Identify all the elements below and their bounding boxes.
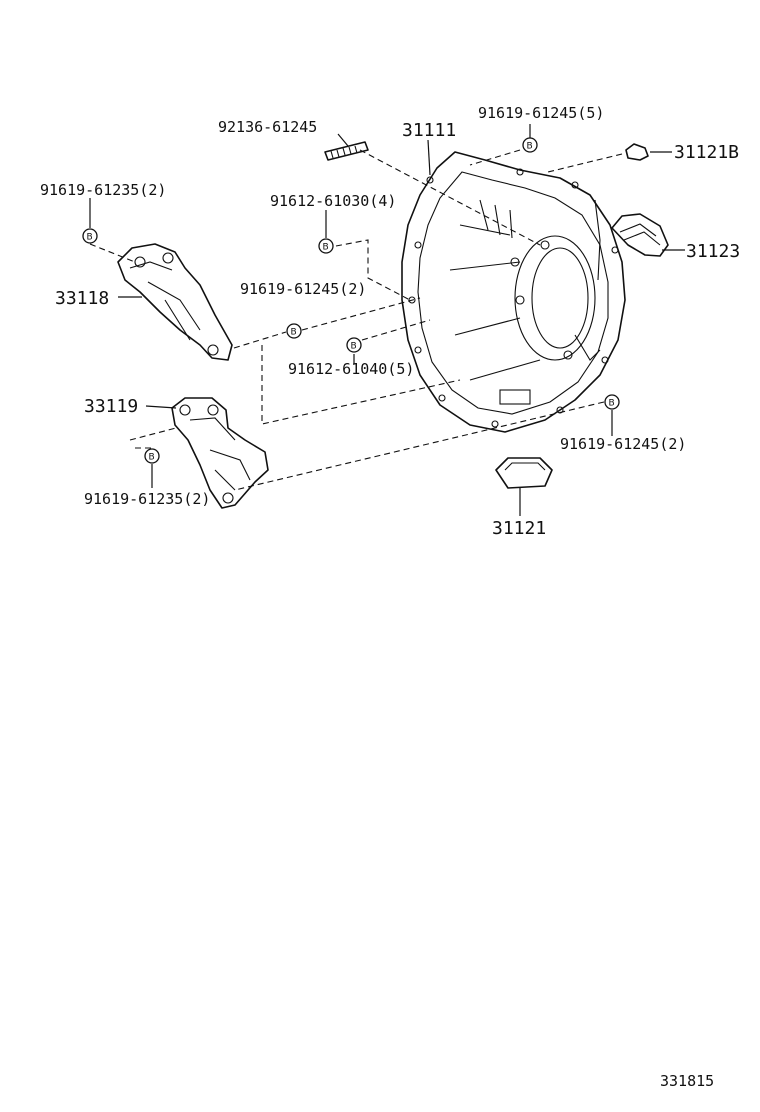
label-91612-61040-5: 91612-61040(5): [288, 360, 414, 378]
label-91619-61245-5: 91619-61245(5): [478, 104, 604, 122]
bolt-symbol-91612-61040: B: [346, 337, 362, 353]
svg-text:B: B: [527, 142, 533, 152]
svg-text:B: B: [609, 399, 615, 409]
bolt-symbol-91619-61245-right: B: [604, 394, 620, 410]
svg-text:B: B: [87, 233, 93, 243]
label-91619-61245-2-mid: 91619-61245(2): [240, 280, 366, 298]
label-31121B: 31121B: [674, 142, 739, 163]
bolt-symbol-91619-61245-5: B: [522, 137, 538, 153]
label-91612-61030-4: 91612-61030(4): [270, 192, 396, 210]
bolt-symbol-91619-61235-top: B: [82, 228, 98, 244]
clip-31121B: [625, 143, 649, 161]
clutch-housing-31111: [401, 151, 626, 433]
bolt-symbol-91619-61245-mid: B: [286, 323, 302, 339]
label-31123: 31123: [686, 241, 740, 262]
label-31111: 31111: [402, 120, 456, 141]
label-33118: 33118: [55, 288, 109, 309]
svg-text:B: B: [291, 328, 297, 338]
svg-text:B: B: [351, 342, 357, 352]
label-33119: 33119: [84, 396, 138, 417]
bolt-symbol-91612-61030: B: [318, 238, 334, 254]
bracket-33118: [117, 243, 233, 361]
leader-lines: [89, 124, 685, 516]
label-91619-61235-2-bottom: 91619-61235(2): [84, 490, 210, 508]
svg-text:B: B: [323, 243, 329, 253]
label-31121: 31121: [492, 518, 546, 539]
boot-31123: [611, 213, 669, 257]
bolt-symbol-91619-61235-bottom: B: [144, 448, 160, 464]
diagram-id: 331815: [660, 1072, 714, 1090]
label-91619-61235-2-top: 91619-61235(2): [40, 181, 166, 199]
bracket-33119: [171, 397, 269, 509]
svg-text:B: B: [149, 453, 155, 463]
stud-92136-61245: [324, 141, 369, 161]
label-91619-61245-2-right: 91619-61245(2): [560, 435, 686, 453]
cover-31121: [495, 457, 553, 489]
label-92136-61245: 92136-61245: [218, 118, 317, 136]
